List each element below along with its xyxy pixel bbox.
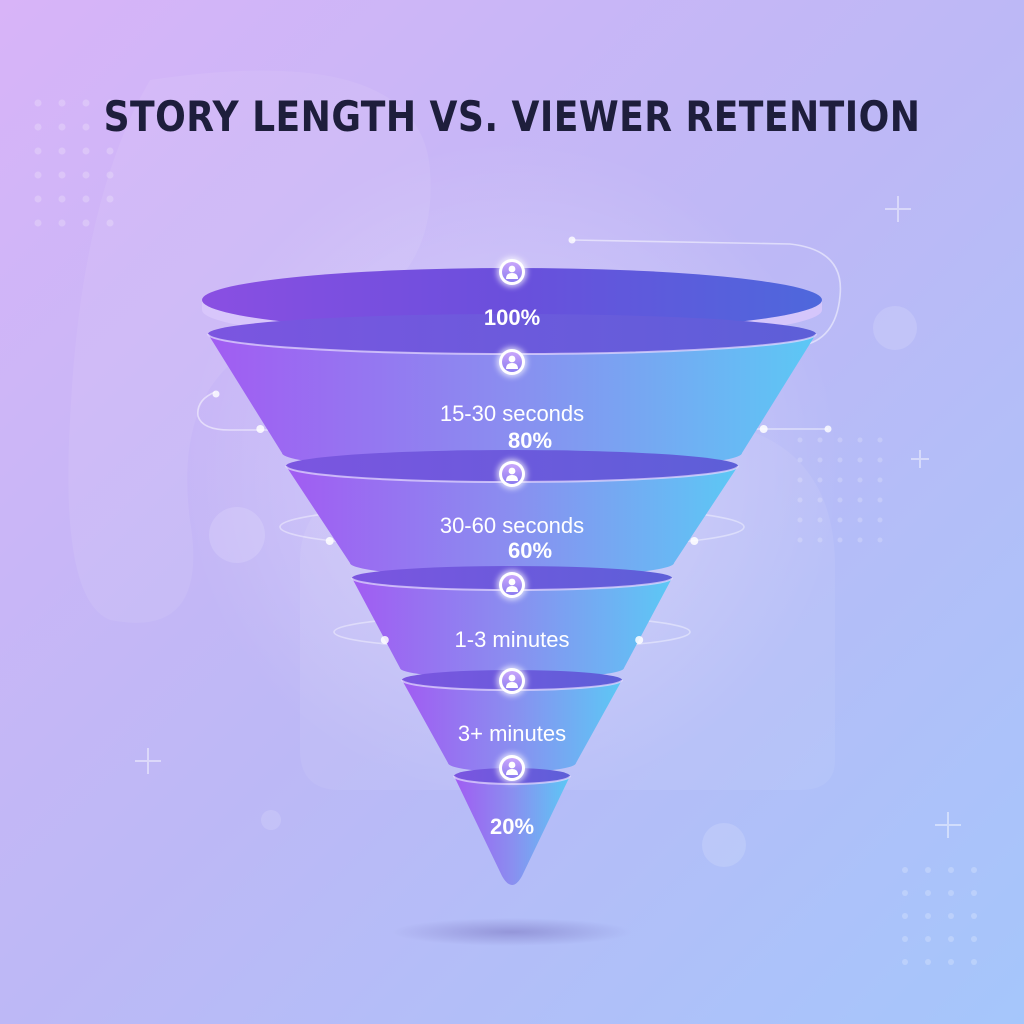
dot-grid-bottom-right — [902, 867, 977, 965]
funnel-segment-3 — [352, 578, 672, 679]
stage-5-value-label: 20% — [490, 814, 534, 839]
person-icon — [497, 753, 527, 783]
chart-title: STORY LENGTH VS. VIEWER RETENTION — [103, 92, 921, 141]
stage-2-category-label: 30-60 seconds — [440, 513, 584, 538]
curve-connector-top — [571, 239, 842, 347]
stage-2-dot-right — [690, 537, 699, 545]
bubble-decor — [209, 306, 917, 867]
stage-3-dot-left — [380, 636, 389, 644]
dot-grid-right — [797, 437, 883, 543]
person-icon — [497, 257, 527, 287]
stage-2-value-label: 60% — [508, 538, 552, 563]
funnel-segment-5 — [454, 776, 570, 885]
stage-1-category-label: 15-30 seconds — [440, 401, 584, 426]
person-icon — [497, 666, 527, 696]
person-icon — [497, 347, 527, 377]
stage-4-category-label: 3+ minutes — [458, 721, 566, 746]
dot-grid-top-left — [34, 99, 114, 227]
stage-1-dot-right — [759, 425, 768, 433]
stage-3-dot-right — [635, 636, 644, 644]
stage-0-value-label: 100% — [484, 305, 540, 330]
funnel-segment-rim-5 — [453, 775, 571, 785]
stage-2-dot-left — [325, 537, 334, 545]
person-icon — [497, 570, 527, 600]
stage-1-dot-left — [256, 425, 265, 433]
funnel-top-ellipse — [202, 268, 822, 332]
sparkle-plus-decor — [135, 196, 961, 838]
funnel-segment-2 — [286, 466, 738, 578]
funnel-shadow — [392, 918, 632, 946]
person-icon — [497, 459, 527, 489]
funnel-segment-cap-1 — [208, 314, 816, 354]
funnel-segment-4 — [402, 680, 622, 772]
stage-3-category-label: 1-3 minutes — [455, 627, 570, 652]
funnel-segment-1 — [208, 334, 816, 471]
curve-connector-left — [197, 391, 358, 431]
stage-1-value-label: 80% — [508, 428, 552, 453]
